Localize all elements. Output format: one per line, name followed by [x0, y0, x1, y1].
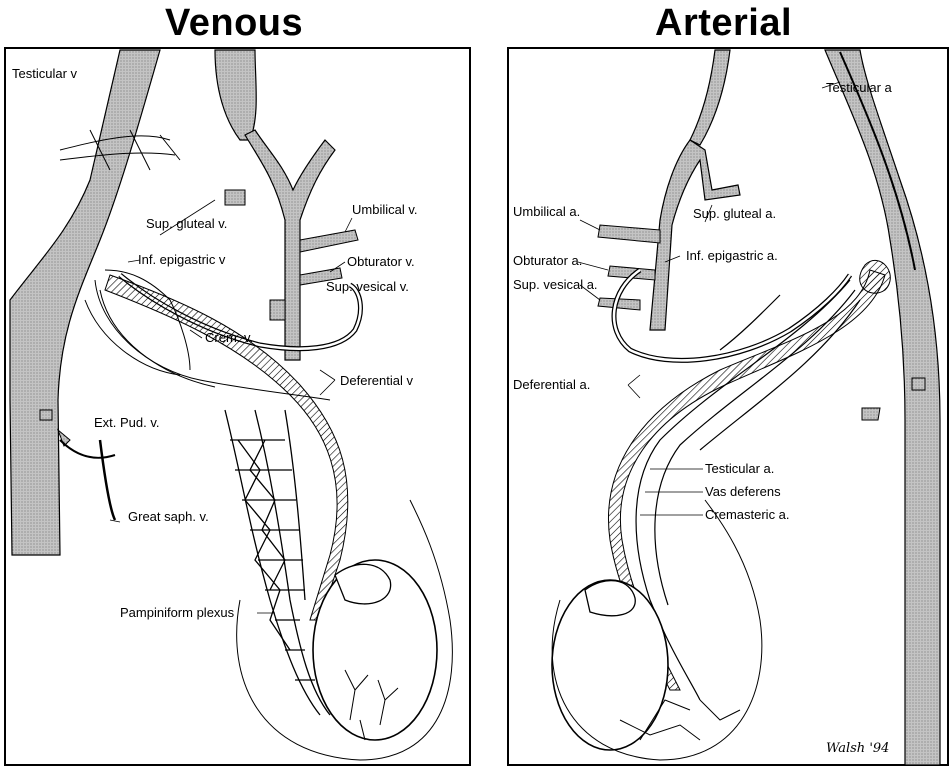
label-ext-pud-v: Ext. Pud. v. [94, 415, 160, 430]
artist-signature: Walsh '94 [826, 741, 889, 756]
label-testicular-a-top: Testicular a [826, 80, 893, 95]
internal-iliac-artery-branches [650, 140, 740, 330]
internal-iliac-vein-top [215, 50, 256, 140]
label-deferential-v: Deferential v [340, 373, 413, 388]
label-vas-deferens: Vas deferens [705, 484, 781, 499]
label-sup-gluteal-a: Sup. gluteal a. [693, 206, 776, 221]
label-inf-epigastric-v: Inf. epigastric v [138, 252, 226, 267]
label-umbilical-a: Umbilical a. [513, 204, 580, 219]
label-cremasteric-a: Cremasteric a. [705, 507, 790, 522]
cord-hatched [105, 275, 348, 620]
label-deferential-a: Deferential a. [513, 377, 590, 392]
label-umbilical-v: Umbilical v. [352, 202, 418, 217]
gluteal-vein-stub [225, 190, 245, 205]
label-great-saph-v: Great saph. v. [128, 509, 209, 524]
label-testicular-a: Testicular a. [705, 461, 774, 476]
epididymis-head-arterial [585, 581, 635, 616]
label-inf-epigastric-a: Inf. epigastric a. [686, 248, 778, 263]
label-obturator-a: Obturator a. [513, 253, 582, 268]
label-testicular-v: Testicular v [12, 66, 78, 81]
label-pampiniform-plexus: Pampiniform plexus [120, 605, 235, 620]
umbilical-vein-branch [300, 230, 358, 252]
label-sup-vesical-v: Sup. vesical v. [326, 279, 409, 294]
label-obturator-v: Obturator v. [347, 254, 415, 269]
arterial-panel: Testicular a Umbilical a. Sup. gluteal a… [508, 48, 948, 765]
label-crem-v: Crem. v. [205, 330, 253, 345]
umbilical-artery-branch [598, 225, 660, 243]
label-sup-vesical-a: Sup. vesical a. [513, 277, 598, 292]
venous-panel: Testicular v Sup. gluteal v. Umbilical v… [5, 48, 470, 765]
